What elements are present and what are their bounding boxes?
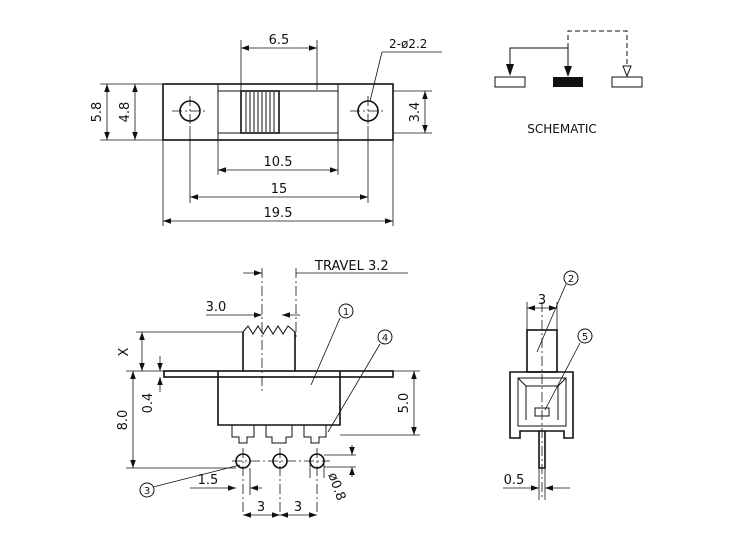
dim-pin-pitch-right: 3 <box>294 500 302 515</box>
schematic-terminal-left <box>494 76 526 88</box>
dim-pin-diameter: ø0.8 <box>324 471 348 503</box>
callout-4: 4 <box>382 333 388 344</box>
schematic-label: SCHEMATIC <box>527 122 596 136</box>
dim-side-pin-width: 0.5 <box>504 473 525 488</box>
slider-knob-hatch <box>245 92 275 132</box>
dim-hole-pitch: 15 <box>271 182 288 197</box>
dim-pin-pitch-left: 3 <box>257 500 265 515</box>
side-contact <box>534 407 550 417</box>
callout-3: 3 <box>144 486 150 497</box>
schematic: SCHEMATIC <box>494 30 643 136</box>
front-switch-body <box>217 371 341 426</box>
callout-circle-5 <box>577 328 593 344</box>
side-housing-inner <box>517 377 567 427</box>
dim-plate-thickness: 0.4 <box>141 393 156 414</box>
side-pin <box>538 431 546 469</box>
callout-5: 5 <box>582 332 588 343</box>
callout-circle-3 <box>139 482 155 498</box>
callout-circle-2 <box>563 270 579 286</box>
schematic-terminal-common <box>553 77 583 87</box>
front-slider-knob <box>242 332 296 371</box>
dim-total-height: 8.0 <box>116 410 131 431</box>
slider-knob <box>240 90 280 134</box>
dim-pin-offset: 1.5 <box>198 473 219 488</box>
dim-body-width: 10.5 <box>264 155 293 170</box>
side-housing <box>509 371 574 439</box>
dim-knob-width: 3.0 <box>206 300 227 315</box>
dim-x: X <box>117 347 132 356</box>
dim-inner-height: 4.8 <box>118 102 133 123</box>
dim-side-knob-width: 3 <box>538 293 546 308</box>
side-view: 3 0.5 2 5 <box>503 270 593 500</box>
dim-outer-height: 5.8 <box>90 102 105 123</box>
dim-slot-height: 3.4 <box>408 102 423 123</box>
dim-total-width: 19.5 <box>264 206 293 221</box>
schematic-terminal-right <box>611 76 643 88</box>
pin-base-right <box>303 425 327 444</box>
callout-2: 2 <box>568 274 574 285</box>
callout-circle-4 <box>377 329 393 345</box>
callout-1: 1 <box>343 307 349 318</box>
body-band-outline <box>217 84 339 140</box>
dim-hole-diameter: 2-ø2.2 <box>389 37 427 51</box>
front-view: TRAVEL 3.2 3.0 X 0.4 8.0 5.0 <box>116 259 420 518</box>
dim-slider-width: 6.5 <box>269 33 290 48</box>
front-knob-break-line <box>242 325 296 335</box>
travel-label: TRAVEL 3.2 <box>314 259 389 274</box>
pin-base-middle <box>265 425 293 444</box>
top-view: 6.5 2-ø2.2 5.8 4.8 3.4 10.5 15 19.5 <box>90 33 442 226</box>
dim-body-height: 5.0 <box>397 393 412 414</box>
mounting-plate-outline <box>162 83 394 141</box>
pin-base-left <box>231 425 255 444</box>
callout-circle-1 <box>338 303 354 319</box>
front-mounting-plate <box>163 370 394 378</box>
